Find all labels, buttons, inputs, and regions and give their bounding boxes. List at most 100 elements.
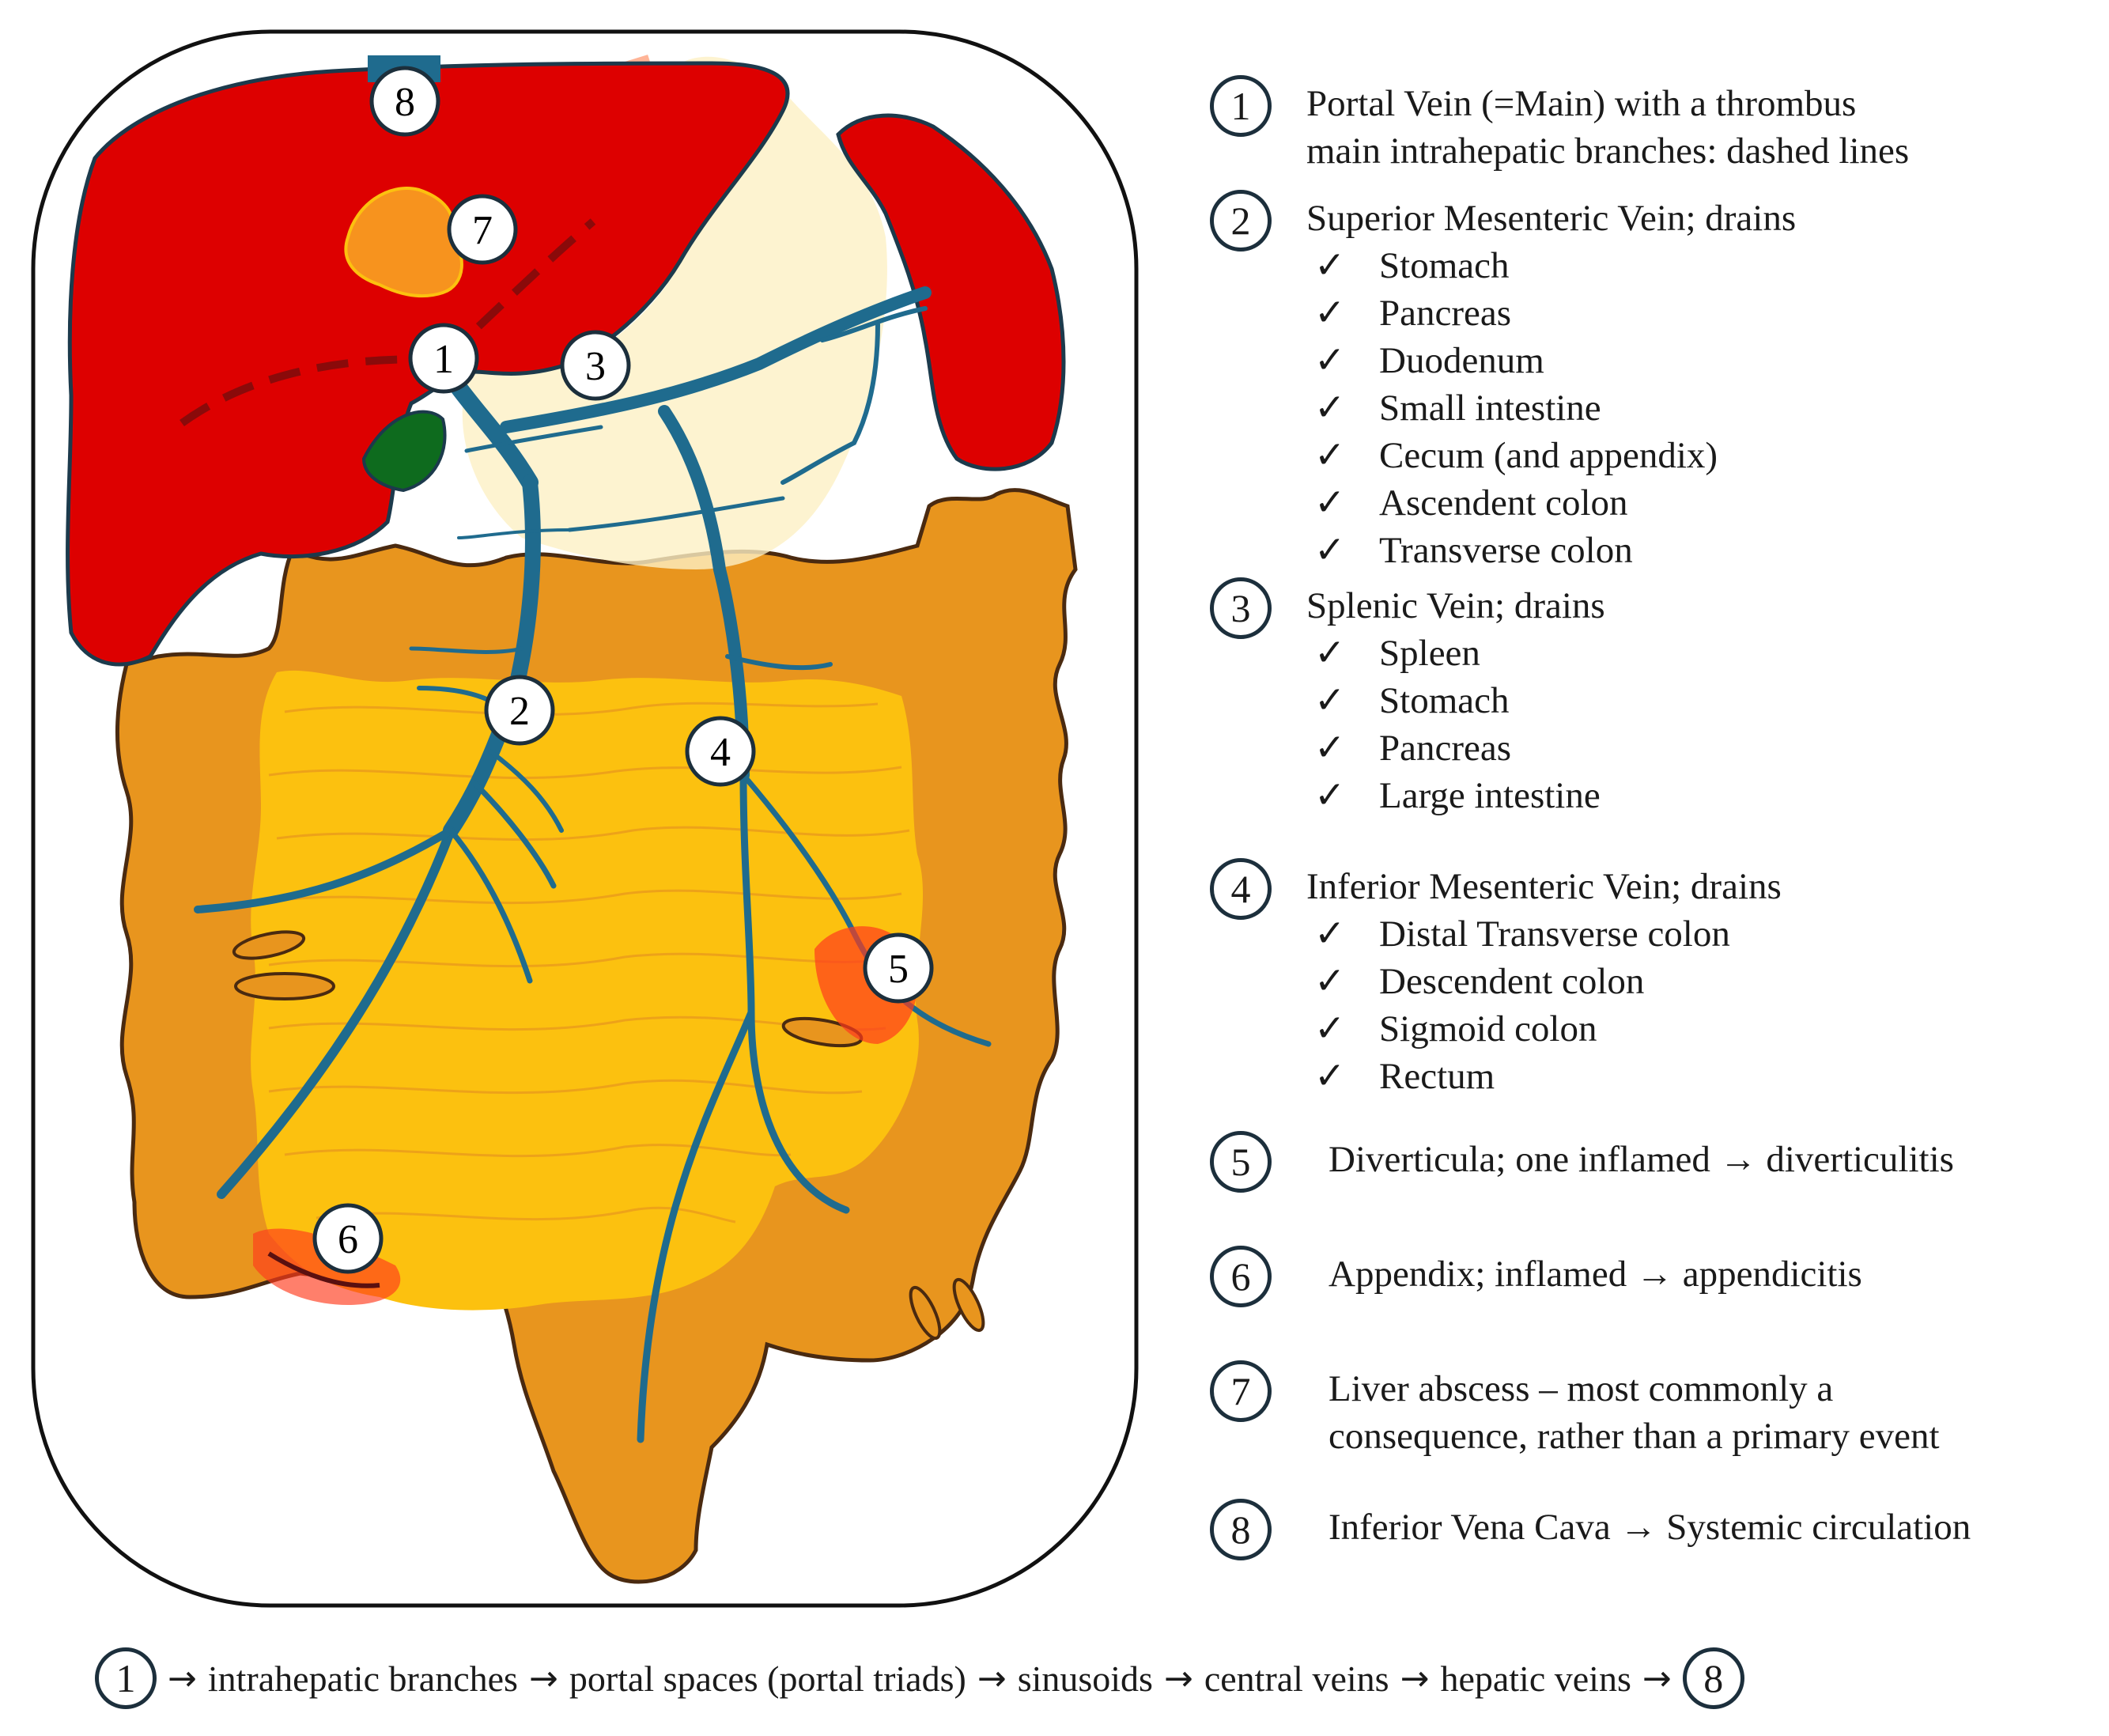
- flow-step: sinusoids: [1017, 1658, 1153, 1699]
- checkmark-icon: ✓: [1314, 482, 1346, 524]
- legend-number-marker: 1: [1210, 75, 1272, 137]
- legend-title: Inferior Vena Cava → Systemic circulatio…: [1329, 1503, 1971, 1551]
- drainage-item-label: Sigmoid colon: [1379, 1008, 1597, 1050]
- checkmark-icon: ✓: [1314, 1008, 1346, 1050]
- flow-arrow: →: [528, 1658, 558, 1699]
- drainage-list: ✓Spleen✓Stomach✓Pancreas✓Large intestine: [1306, 630, 1601, 819]
- drainage-item: ✓ Large intestine: [1306, 772, 1601, 819]
- legend-line: Splenic Vein; drains: [1306, 585, 1605, 626]
- gallbladder: [361, 410, 447, 493]
- drainage-item-label: Stomach: [1379, 680, 1510, 721]
- checkmark-icon: ✓: [1314, 913, 1346, 955]
- svg-text:7: 7: [472, 208, 493, 253]
- drainage-item-label: Pancreas: [1379, 293, 1512, 334]
- flow-start-marker: 1: [95, 1647, 157, 1709]
- drainage-item: ✓ Descendent colon: [1306, 958, 1730, 1005]
- checkmark-icon: ✓: [1314, 1056, 1346, 1097]
- legend-line: Inferior Mesenteric Vein; drains: [1306, 866, 1782, 907]
- legend-number-marker: 6: [1210, 1246, 1272, 1307]
- svg-text:4: 4: [710, 730, 731, 775]
- legend-title: Splenic Vein; drains: [1306, 582, 1605, 630]
- flow-arrow: →: [1642, 1658, 1672, 1699]
- flow-arrow: →: [1163, 1658, 1193, 1699]
- legend-title: Appendix; inflamed → appendicitis: [1329, 1250, 1862, 1298]
- drainage-item-label: Rectum: [1379, 1056, 1495, 1097]
- drainage-item: ✓ Rectum: [1306, 1053, 1730, 1100]
- checkmark-icon: ✓: [1314, 728, 1346, 769]
- marker-8: 8: [369, 66, 440, 137]
- legend-line: Appendix; inflamed → appendicitis: [1329, 1254, 1862, 1295]
- legend-line: Superior Mesenteric Vein; drains: [1306, 198, 1797, 239]
- svg-text:1: 1: [433, 337, 454, 382]
- drainage-item-label: Small intestine: [1379, 388, 1601, 429]
- flow-arrow: →: [977, 1658, 1007, 1699]
- checkmark-icon: ✓: [1314, 293, 1346, 334]
- drainage-item: ✓ Pancreas: [1306, 289, 1718, 337]
- drainage-item: ✓ Cecum (and appendix): [1306, 432, 1718, 479]
- legend-line: Diverticula; one inflamed → diverticulit…: [1329, 1139, 1954, 1180]
- drainage-item: ✓Ascendent colon: [1306, 479, 1718, 527]
- appendix: [267, 1251, 380, 1288]
- drainage-item: ✓ Distal Transverse colon: [1306, 910, 1730, 958]
- legend-number-marker: 7: [1210, 1360, 1272, 1422]
- drainage-item: ✓ Transverse colon: [1306, 527, 1718, 574]
- svg-text:8: 8: [395, 80, 415, 125]
- drainage-item-label: Descendent colon: [1379, 961, 1645, 1002]
- marker-7: 7: [447, 194, 518, 265]
- marker-5: 5: [863, 932, 934, 1004]
- checkmark-icon: ✓: [1314, 961, 1346, 1002]
- flow-step: portal spaces (portal triads): [569, 1658, 966, 1699]
- legend-number-marker: 3: [1210, 577, 1272, 639]
- legend-number-marker: 2: [1210, 190, 1272, 252]
- body-outline: [31, 29, 1139, 1608]
- legend-number-marker: 4: [1210, 858, 1272, 920]
- svg-text:3: 3: [585, 344, 606, 389]
- pancreas-highlight: [462, 56, 887, 570]
- flow-arrow: →: [1400, 1658, 1430, 1699]
- checkmark-icon: ✓: [1314, 388, 1346, 429]
- flow-step: hepatic veins: [1440, 1658, 1631, 1699]
- legend-line: main intrahepatic branches: dashed lines: [1306, 130, 1910, 172]
- flow-end-marker: 8: [1682, 1647, 1744, 1709]
- svg-text:2: 2: [509, 689, 530, 734]
- drainage-item-label: Distal Transverse colon: [1379, 913, 1730, 955]
- checkmark-icon: ✓: [1314, 245, 1346, 286]
- legend-title: Inferior Mesenteric Vein; drains: [1306, 863, 1782, 910]
- blood-flow-sequence: 1 → intrahepatic branches → portal space…: [95, 1645, 1744, 1711]
- legend-number-marker: 5: [1210, 1131, 1272, 1193]
- marker-4: 4: [685, 716, 756, 787]
- checkmark-icon: ✓: [1314, 435, 1346, 476]
- drainage-item-label: Cecum (and appendix): [1379, 435, 1718, 476]
- checkmark-icon: ✓: [1314, 775, 1346, 816]
- marker-1: 1: [408, 323, 479, 394]
- drainage-item: ✓ Spleen: [1306, 630, 1601, 677]
- marker-6: 6: [312, 1203, 384, 1274]
- svg-text:5: 5: [888, 947, 909, 992]
- drainage-item-label: Duodenum: [1379, 340, 1544, 381]
- drainage-item: ✓ Pancreas: [1306, 724, 1601, 772]
- legend-title: Portal Vein (=Main) with a thrombus main …: [1306, 80, 1909, 175]
- checkmark-icon: ✓: [1314, 633, 1346, 674]
- drainage-item-label: Spleen: [1379, 633, 1480, 674]
- drainage-item-label: Pancreas: [1379, 728, 1512, 769]
- svg-text:6: 6: [338, 1217, 358, 1262]
- flow-step: intrahepatic branches: [207, 1658, 518, 1699]
- legend-line: Liver abscess – most commonly a: [1329, 1368, 1834, 1409]
- abdominal-portal-system-diagram: 8 7 1 3 2 4 5 6: [31, 29, 1139, 1608]
- liver-abscess: [344, 187, 463, 298]
- flow-step: central veins: [1204, 1658, 1389, 1699]
- drainage-item: ✓ Stomach: [1306, 242, 1718, 289]
- drainage-item: ✓Duodenum: [1306, 337, 1718, 384]
- flow-arrow: →: [168, 1658, 197, 1699]
- marker-2: 2: [484, 675, 555, 746]
- marker-3: 3: [560, 330, 631, 401]
- legend-line: Portal Vein (=Main) with a thrombus: [1306, 83, 1857, 124]
- checkmark-icon: ✓: [1314, 530, 1346, 571]
- drainage-item-label: Large intestine: [1379, 775, 1601, 816]
- drainage-item-label: Transverse colon: [1379, 530, 1633, 571]
- drainage-item: ✓ Small intestine: [1306, 384, 1718, 432]
- legend-line: Inferior Vena Cava → Systemic circulatio…: [1329, 1507, 1971, 1548]
- drainage-item: ✓Stomach: [1306, 677, 1601, 724]
- drainage-item-label: Stomach: [1379, 245, 1510, 286]
